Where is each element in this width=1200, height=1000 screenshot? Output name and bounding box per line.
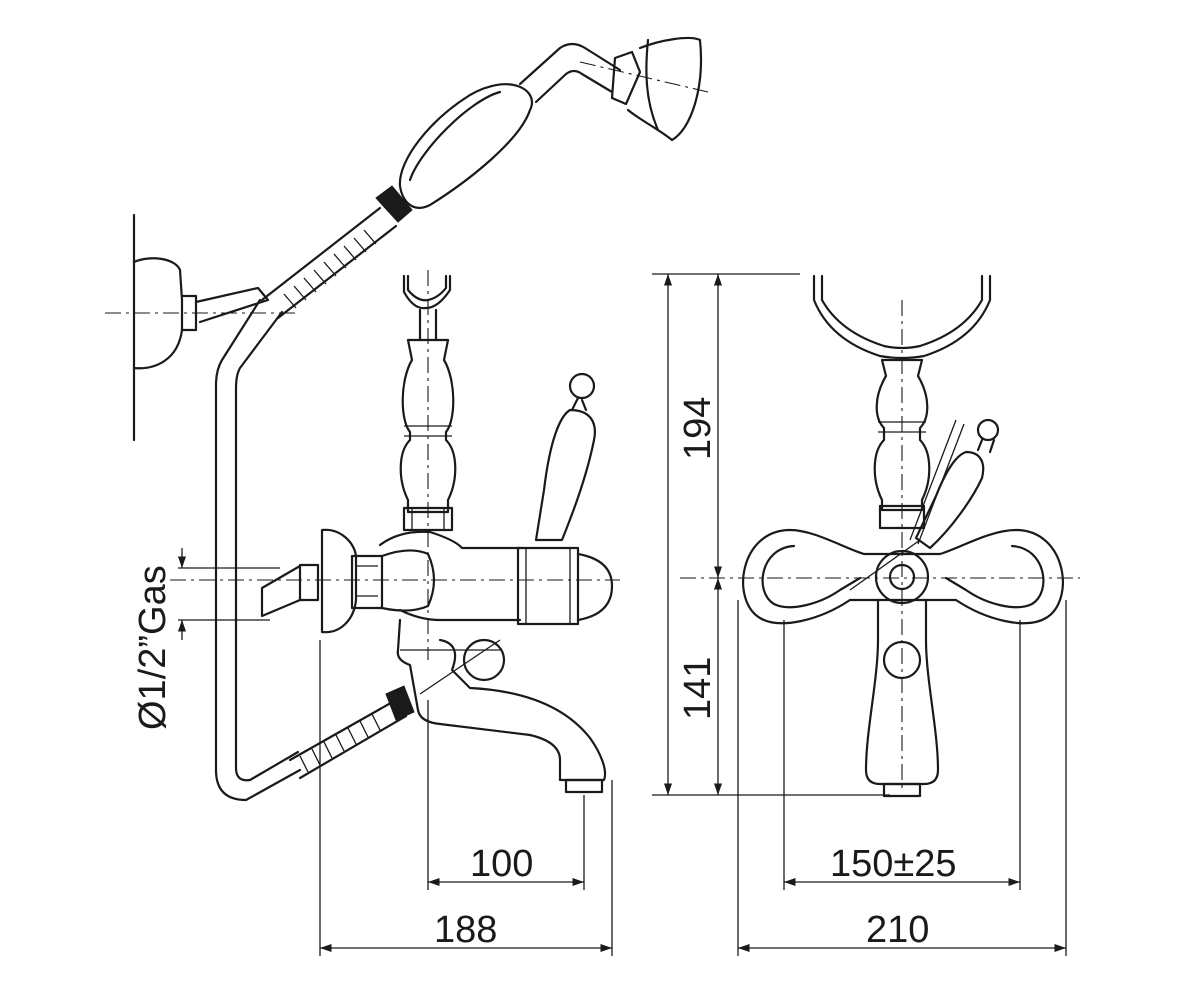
hand-shower [260, 36, 709, 320]
dim-height-lower: 141 [677, 657, 719, 720]
dim-centre-distance: 150±25 [830, 843, 957, 885]
dim-front: 150±25 210 [737, 600, 1067, 956]
dim-front-width: 210 [866, 909, 929, 951]
dim-height-upper: 194 [677, 397, 719, 460]
dim-heights: 194 141 [652, 273, 890, 796]
wall-bracket [105, 213, 300, 442]
side-view-mixer [170, 270, 620, 794]
dim-side: 100 188 [319, 640, 613, 956]
front-view-mixer [680, 274, 1080, 798]
dim-spout-reach: 100 [470, 843, 533, 885]
dim-connection: Ø1/2”Gas [132, 548, 280, 730]
hose-pipe [214, 298, 302, 802]
dim-side-depth: 188 [434, 909, 497, 951]
dim-connection-label: Ø1/2”Gas [132, 565, 174, 730]
